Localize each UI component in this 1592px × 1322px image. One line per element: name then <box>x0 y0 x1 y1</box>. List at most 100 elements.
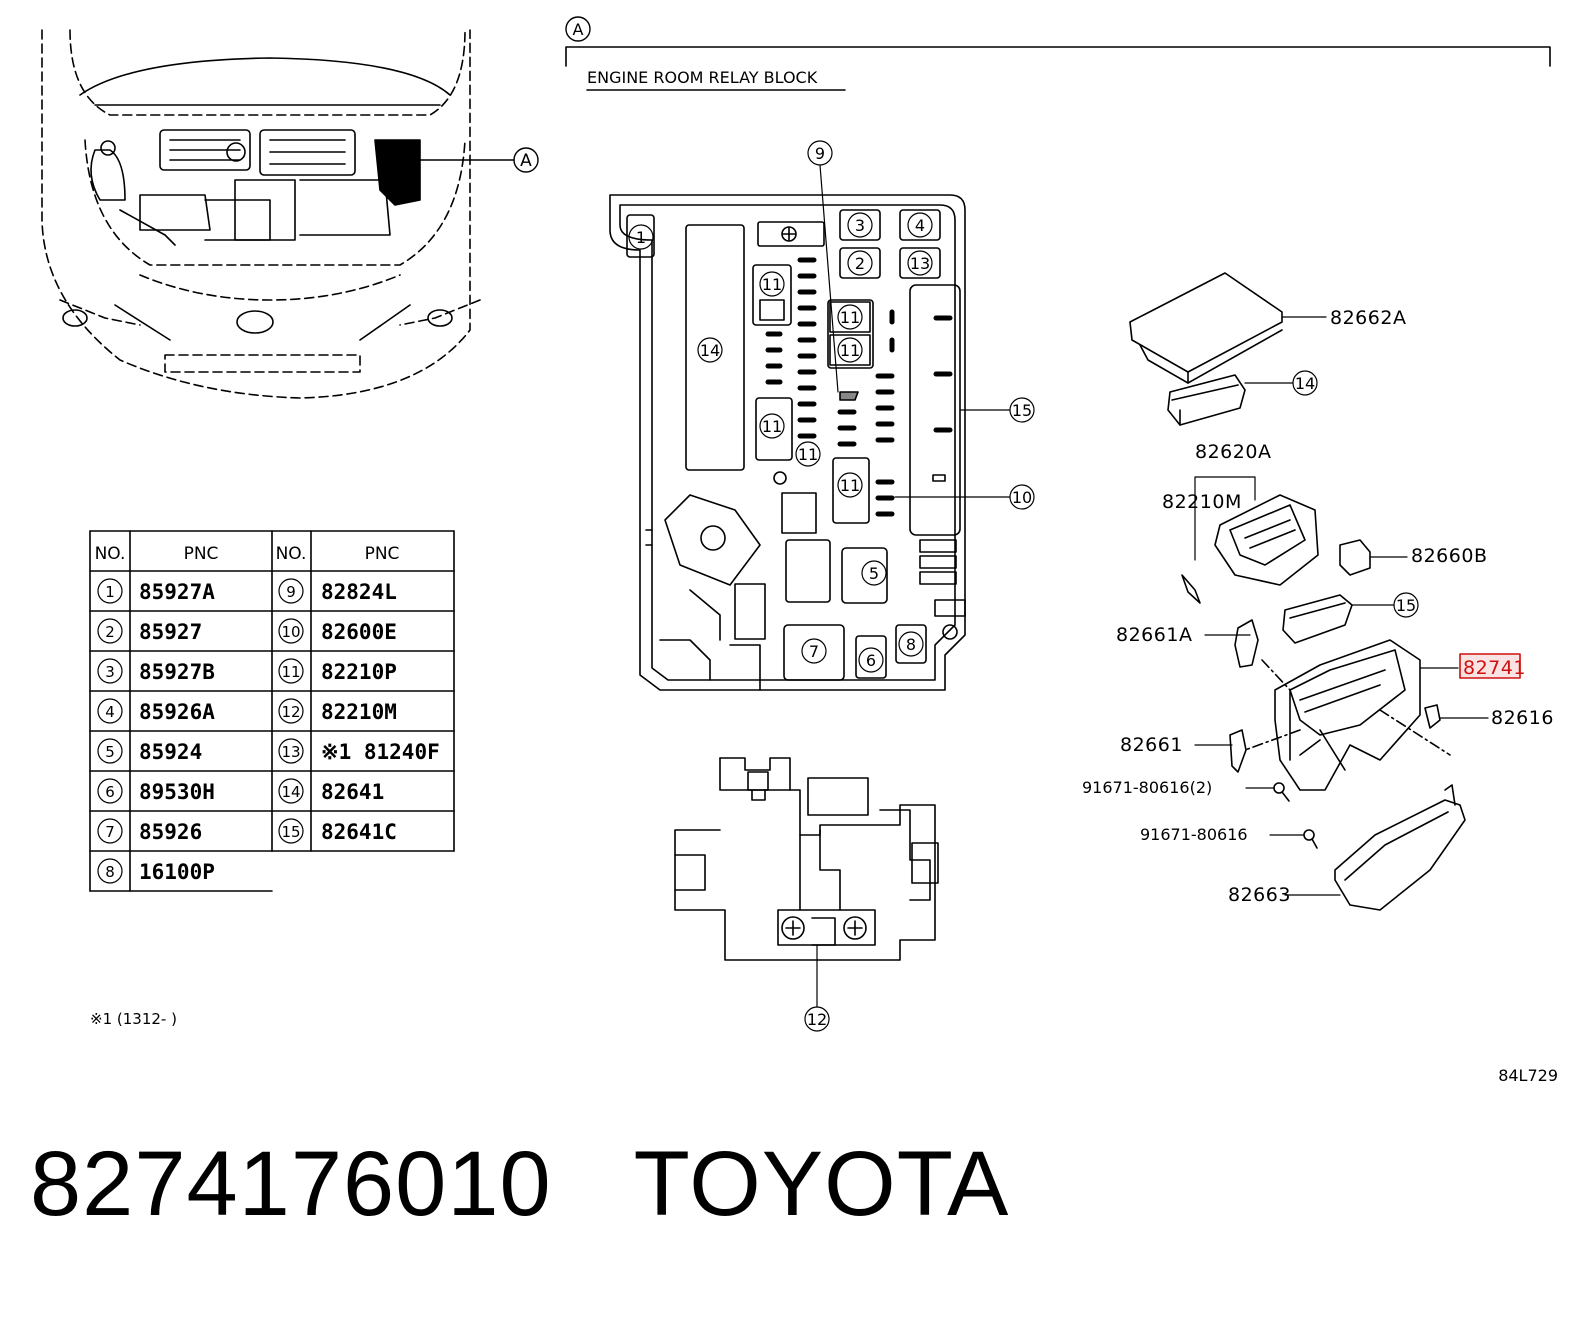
row-number-circle <box>278 658 304 684</box>
callout-9: 9 <box>815 144 825 163</box>
row-pnc: 82824L <box>321 580 397 604</box>
relay-block-callouts: 1 3 4 2 13 11 11 11 14 11 11 11 5 7 6 8 … <box>628 140 1035 673</box>
callout-10: 10 <box>1012 488 1032 507</box>
callout-11e: 11 <box>798 445 818 464</box>
callout-5: 5 <box>869 564 879 583</box>
row-number: 1 <box>105 583 115 601</box>
label-91671-80616: 91671-80616 <box>1140 825 1248 844</box>
row-number-circle <box>278 818 304 844</box>
part-labels: 82662A 14 82620A 82210M 82660B 15 82661A… <box>1082 307 1554 906</box>
row-number-circle <box>97 578 123 604</box>
relay-block-top-view <box>609 194 966 691</box>
exploded-parts <box>1129 272 1466 911</box>
callout-3: 3 <box>855 216 865 235</box>
row-number-circle <box>97 818 123 844</box>
callout-11f: 11 <box>840 476 860 495</box>
row-number-circle <box>97 618 123 644</box>
row-number-circle <box>97 658 123 684</box>
table-rows-left: 1 85927A 2 85927 3 85927B 4 85926A 5 85924 6 89530H… <box>89 578 273 884</box>
label-82663: 82663 <box>1228 884 1291 906</box>
row-pnc: 85927A <box>139 580 215 604</box>
callout-1: 1 <box>636 228 646 247</box>
row-number-circle <box>278 698 304 724</box>
label-91671-80616-2: 91671-80616(2) <box>1082 778 1212 797</box>
row-number: 13 <box>281 743 300 761</box>
callout-11c: 11 <box>840 341 860 360</box>
callout-4: 4 <box>915 216 925 235</box>
label-82616: 82616 <box>1491 707 1554 729</box>
callout-2: 2 <box>855 254 865 273</box>
row-number-circle <box>97 698 123 724</box>
row-number-circle <box>278 738 304 764</box>
row-number: 14 <box>281 783 300 801</box>
row-pnc: 82210M <box>321 700 397 724</box>
callout-6: 6 <box>866 651 876 670</box>
row-number: 12 <box>281 703 300 721</box>
row-number: 2 <box>105 623 115 641</box>
callout-a-text: A <box>520 151 532 171</box>
callout-8: 8 <box>906 635 916 654</box>
callout-A-engine-bay: A <box>513 147 539 173</box>
label-82660B: 82660B <box>1411 545 1487 567</box>
row-pnc: 82641 <box>321 780 384 804</box>
row-number: 10 <box>281 623 300 641</box>
row-pnc: 85924 <box>139 740 202 764</box>
callout-7: 7 <box>809 642 819 661</box>
row-number: 9 <box>286 583 296 601</box>
row-number: 7 <box>105 823 115 841</box>
part-leaders <box>1194 316 1489 896</box>
row-number: 8 <box>105 863 115 881</box>
header-pnc-right: PNC <box>365 544 400 564</box>
header-no-left: NO. <box>95 544 126 564</box>
row-pnc: 89530H <box>139 780 215 804</box>
callout-12: 12 <box>807 1010 827 1029</box>
engine-bay-illustration <box>41 29 515 399</box>
row-number-circle <box>278 578 304 604</box>
highlighted-part-82741[interactable]: 82741 <box>1459 653 1526 679</box>
figure-code: 84L729 <box>1498 1066 1558 1085</box>
caption-part-number: 8274176010 <box>30 1133 552 1235</box>
row-pnc: 85927B <box>139 660 215 684</box>
label-82741[interactable]: 82741 <box>1463 657 1526 679</box>
callout-13: 13 <box>910 254 930 273</box>
row-pnc: 82210P <box>321 660 397 684</box>
label-82662A: 82662A <box>1330 307 1406 329</box>
callout-14-block: 14 <box>700 341 720 360</box>
callout-11d: 11 <box>762 417 782 436</box>
label-82661: 82661 <box>1120 734 1183 756</box>
caption-brand: TOYOTA <box>633 1133 1010 1235</box>
side-view-callout: 12 <box>804 944 830 1032</box>
row-number-circle <box>97 738 123 764</box>
row-pnc: 85926 <box>139 820 202 844</box>
callout-14-part: 14 <box>1295 374 1315 393</box>
label-82661A: 82661A <box>1116 624 1192 646</box>
row-number: 3 <box>105 663 115 681</box>
header-pnc-left: PNC <box>184 544 219 564</box>
section-marker-text: A <box>573 20 584 39</box>
row-number: 11 <box>281 663 300 681</box>
relay-block-side-view <box>674 757 939 961</box>
row-number: 6 <box>105 783 115 801</box>
row-pnc: 85926A <box>139 700 215 724</box>
callout-15-block: 15 <box>1012 401 1032 420</box>
row-number-circle <box>278 618 304 644</box>
row-number-circle <box>278 778 304 804</box>
callout-15-part: 15 <box>1396 596 1416 615</box>
callout-11a: 11 <box>762 275 782 294</box>
footnote: ※1 (1312- ) <box>90 1010 177 1028</box>
row-pnc: 82641C <box>321 820 397 844</box>
row-number: 5 <box>105 743 115 761</box>
row-number: 15 <box>281 823 300 841</box>
row-pnc: 82600E <box>321 620 397 644</box>
row-pnc: 85927 <box>139 620 202 644</box>
label-82210M: 82210M <box>1162 491 1242 513</box>
header-no-right: NO. <box>276 544 307 564</box>
row-number-circle <box>97 778 123 804</box>
row-pnc: 16100P <box>139 860 215 884</box>
row-number: 4 <box>105 703 115 721</box>
